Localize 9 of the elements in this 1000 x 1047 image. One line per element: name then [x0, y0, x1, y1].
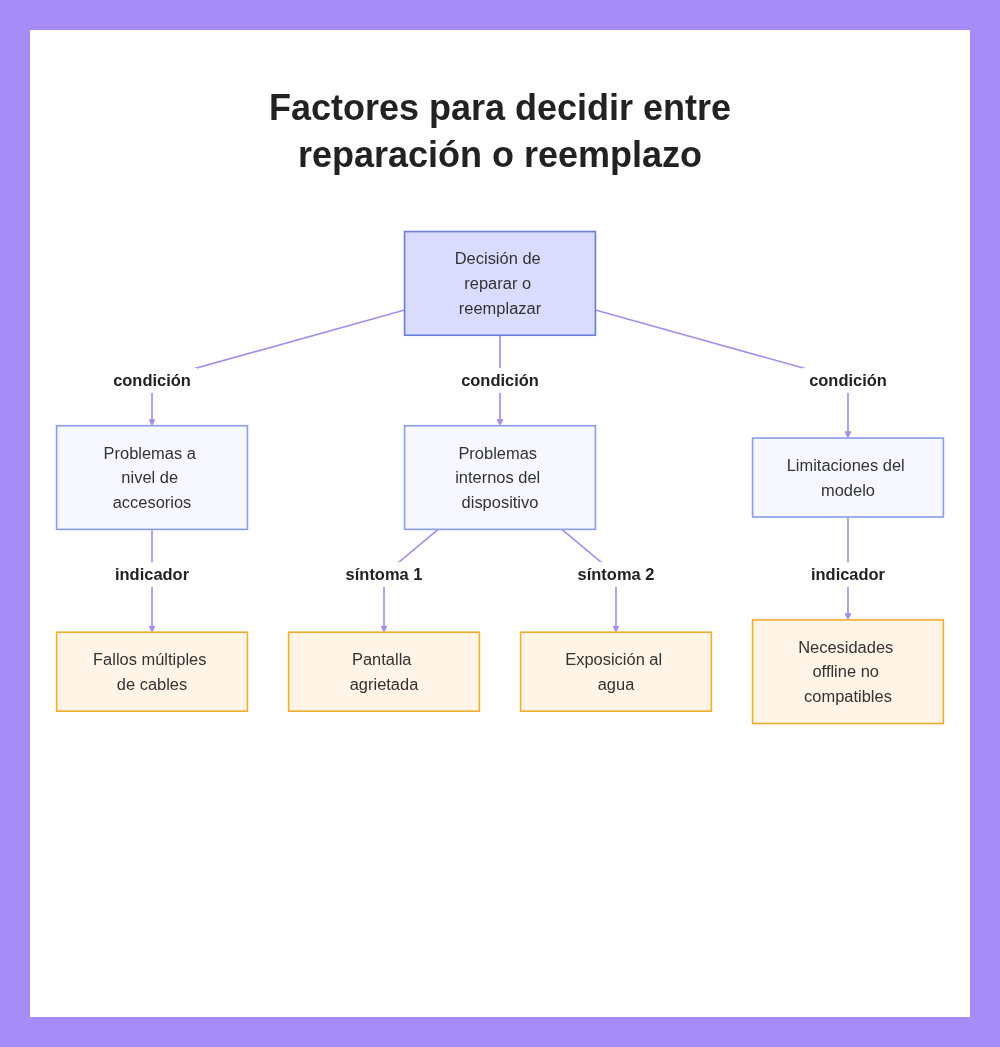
process-box: Decisión de reparar o reemplazar — [403, 230, 597, 337]
process-box: Limitaciones del modelo — [751, 437, 945, 518]
process-box: Necesidades offline no compatibles — [751, 619, 945, 725]
process-box: Problemas internos del dispositivo — [403, 424, 597, 531]
process-box: Pantalla agrietada — [287, 631, 481, 712]
diagram-title: Factores para decidir entre reparación o reemplazo — [267, 86, 733, 177]
process-box: Exposición al agua — [519, 631, 713, 712]
process-box: Problemas a nivel de accesorios — [55, 424, 249, 531]
process-box: Fallos múltiples de cables — [55, 631, 249, 712]
